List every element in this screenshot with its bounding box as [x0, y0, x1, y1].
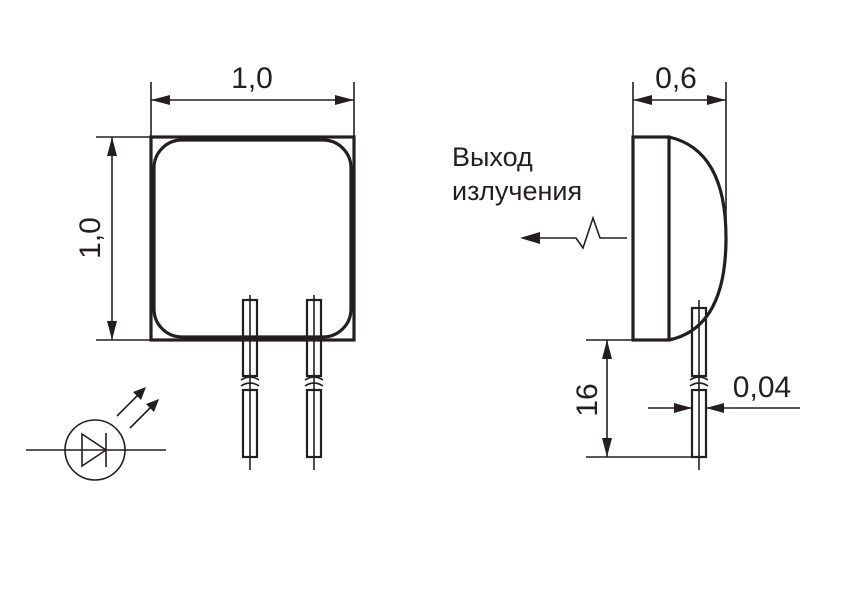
- front-height-dimension: 1,0: [74, 136, 151, 341]
- front-height-label: 1,0: [74, 217, 107, 259]
- side-body-outline: [631, 135, 671, 342]
- emission-label-line2: излучения: [452, 176, 582, 206]
- emitter-diode-symbol: [26, 387, 166, 481]
- front-body-outline: [149, 135, 356, 342]
- side-lead: [689, 300, 709, 470]
- emission-output-callout: Выход излучения: [452, 142, 627, 250]
- side-depth-label: 0,6: [655, 62, 697, 95]
- front-lead-left: [240, 295, 260, 470]
- lead-length-label: 16: [571, 383, 604, 416]
- front-width-dimension: 1,0: [150, 62, 355, 137]
- lead-length-dimension: 16: [571, 339, 692, 458]
- lead-thickness-label: 0,04: [733, 371, 791, 404]
- front-lead-right: [304, 295, 324, 470]
- front-width-label: 1,0: [231, 62, 273, 95]
- front-lens-outline: [152, 138, 353, 339]
- front-view: 1,0 1,0: [26, 62, 356, 481]
- side-depth-dimension: 0,6: [632, 62, 727, 238]
- side-view: 0,6 16 0,04 Выход излучения: [452, 62, 800, 470]
- emission-label-line1: Выход: [452, 142, 533, 172]
- lead-thickness-dimension: 0,04: [648, 371, 800, 413]
- side-dome-outline: [668, 135, 728, 342]
